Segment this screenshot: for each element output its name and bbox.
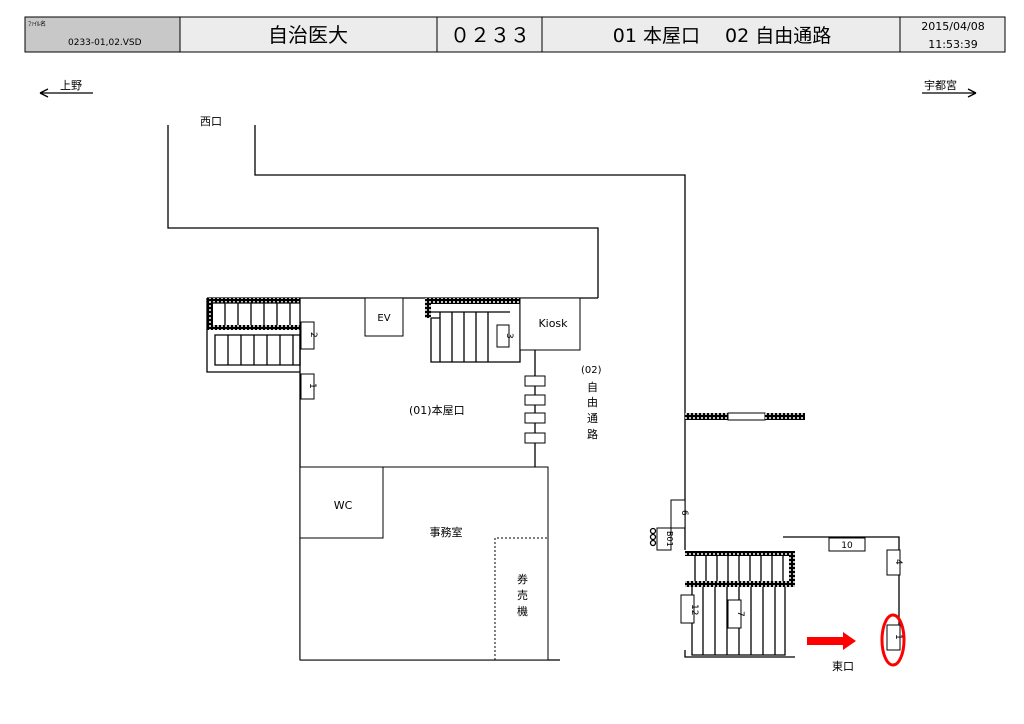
marker-1-east-label: 1 — [893, 634, 903, 640]
station-code: ０２３３ — [450, 23, 530, 47]
west-exit-label: 西口 — [200, 115, 222, 128]
coin-locker-icon — [649, 527, 657, 547]
left-stairs — [207, 298, 301, 366]
free-passage-number: (02) — [581, 365, 602, 376]
arrow-right-icon — [922, 88, 977, 98]
ticket-machine-char: 売 — [517, 589, 528, 602]
file-name: 0233-01,02.VSD — [68, 38, 142, 48]
main-exit-label: (01)本屋口 — [409, 403, 465, 417]
kiosk — [519, 297, 581, 351]
elevator-label: EV — [377, 313, 390, 324]
direction-right-label: 宇都宮 — [924, 78, 957, 92]
arrow-left-icon — [39, 88, 93, 98]
east-exit-label: 東口 — [832, 660, 854, 673]
east-exit-wall — [783, 536, 900, 625]
marker-7-label: 7 — [735, 611, 745, 617]
free-passage-char: 由 — [587, 395, 598, 409]
wc — [299, 466, 384, 539]
direction-right: 宇都宮 — [922, 78, 977, 98]
marker-b01-label: B01 — [665, 531, 674, 547]
east-stairs: 12 7 — [680, 551, 795, 658]
platform-passage — [685, 412, 805, 421]
marker-1-west-label: 1 — [307, 383, 317, 389]
marker-10 — [828, 537, 866, 552]
marker-1-east — [886, 624, 901, 651]
west-passage-wall — [167, 125, 599, 298]
elevator — [364, 297, 404, 337]
file-label: ﾌｧｲﾙ名 — [28, 20, 46, 28]
ticket-machine-area — [494, 537, 548, 660]
marker-2-label: 2 — [308, 332, 318, 338]
marker-6 — [670, 499, 686, 529]
marker-10-label: 10 — [841, 541, 853, 551]
free-passage-char: 自 — [587, 381, 598, 394]
office-label: 事務室 — [430, 525, 463, 539]
direction-left: 上野 — [39, 79, 93, 98]
marker-6-label: 6 — [679, 510, 689, 516]
marker-b01 — [656, 527, 672, 551]
marker-1-west — [300, 373, 315, 400]
marker-2 — [300, 321, 315, 350]
station-name: 自治医大 — [268, 23, 348, 47]
title-bar: ﾌｧｲﾙ名 0233-01,02.VSD 自治医大 ０２３３ 01 本屋口 02… — [24, 16, 1006, 53]
exit-list: 01 本屋口 02 自由通路 — [613, 25, 831, 47]
date: 2015/04/08 — [921, 20, 984, 33]
ticket-gates — [524, 350, 546, 467]
time: 11:53:39 — [928, 38, 977, 51]
center-stairs: 3 — [425, 298, 521, 363]
exit-arrow-icon — [807, 632, 856, 650]
free-passage-char: 通 — [587, 412, 598, 425]
wc-label: WC — [334, 499, 353, 512]
marker-12-label: 12 — [689, 604, 699, 615]
highlight-circle — [880, 613, 906, 667]
free-passage-label: 自 由 通 路 — [587, 381, 598, 441]
marker-3-label: 3 — [504, 333, 514, 339]
marker-4 — [886, 549, 901, 576]
ticket-machine-char: 券 — [517, 572, 528, 586]
marker-4-label: 4 — [893, 559, 903, 565]
ticket-machine-label: 券 売 機 — [517, 572, 528, 618]
kiosk-label: Kiosk — [538, 317, 568, 330]
corridor-wall — [254, 125, 686, 550]
ticket-machine-char: 機 — [517, 604, 528, 618]
direction-left-label: 上野 — [60, 79, 82, 92]
free-passage-char: 路 — [587, 428, 598, 441]
